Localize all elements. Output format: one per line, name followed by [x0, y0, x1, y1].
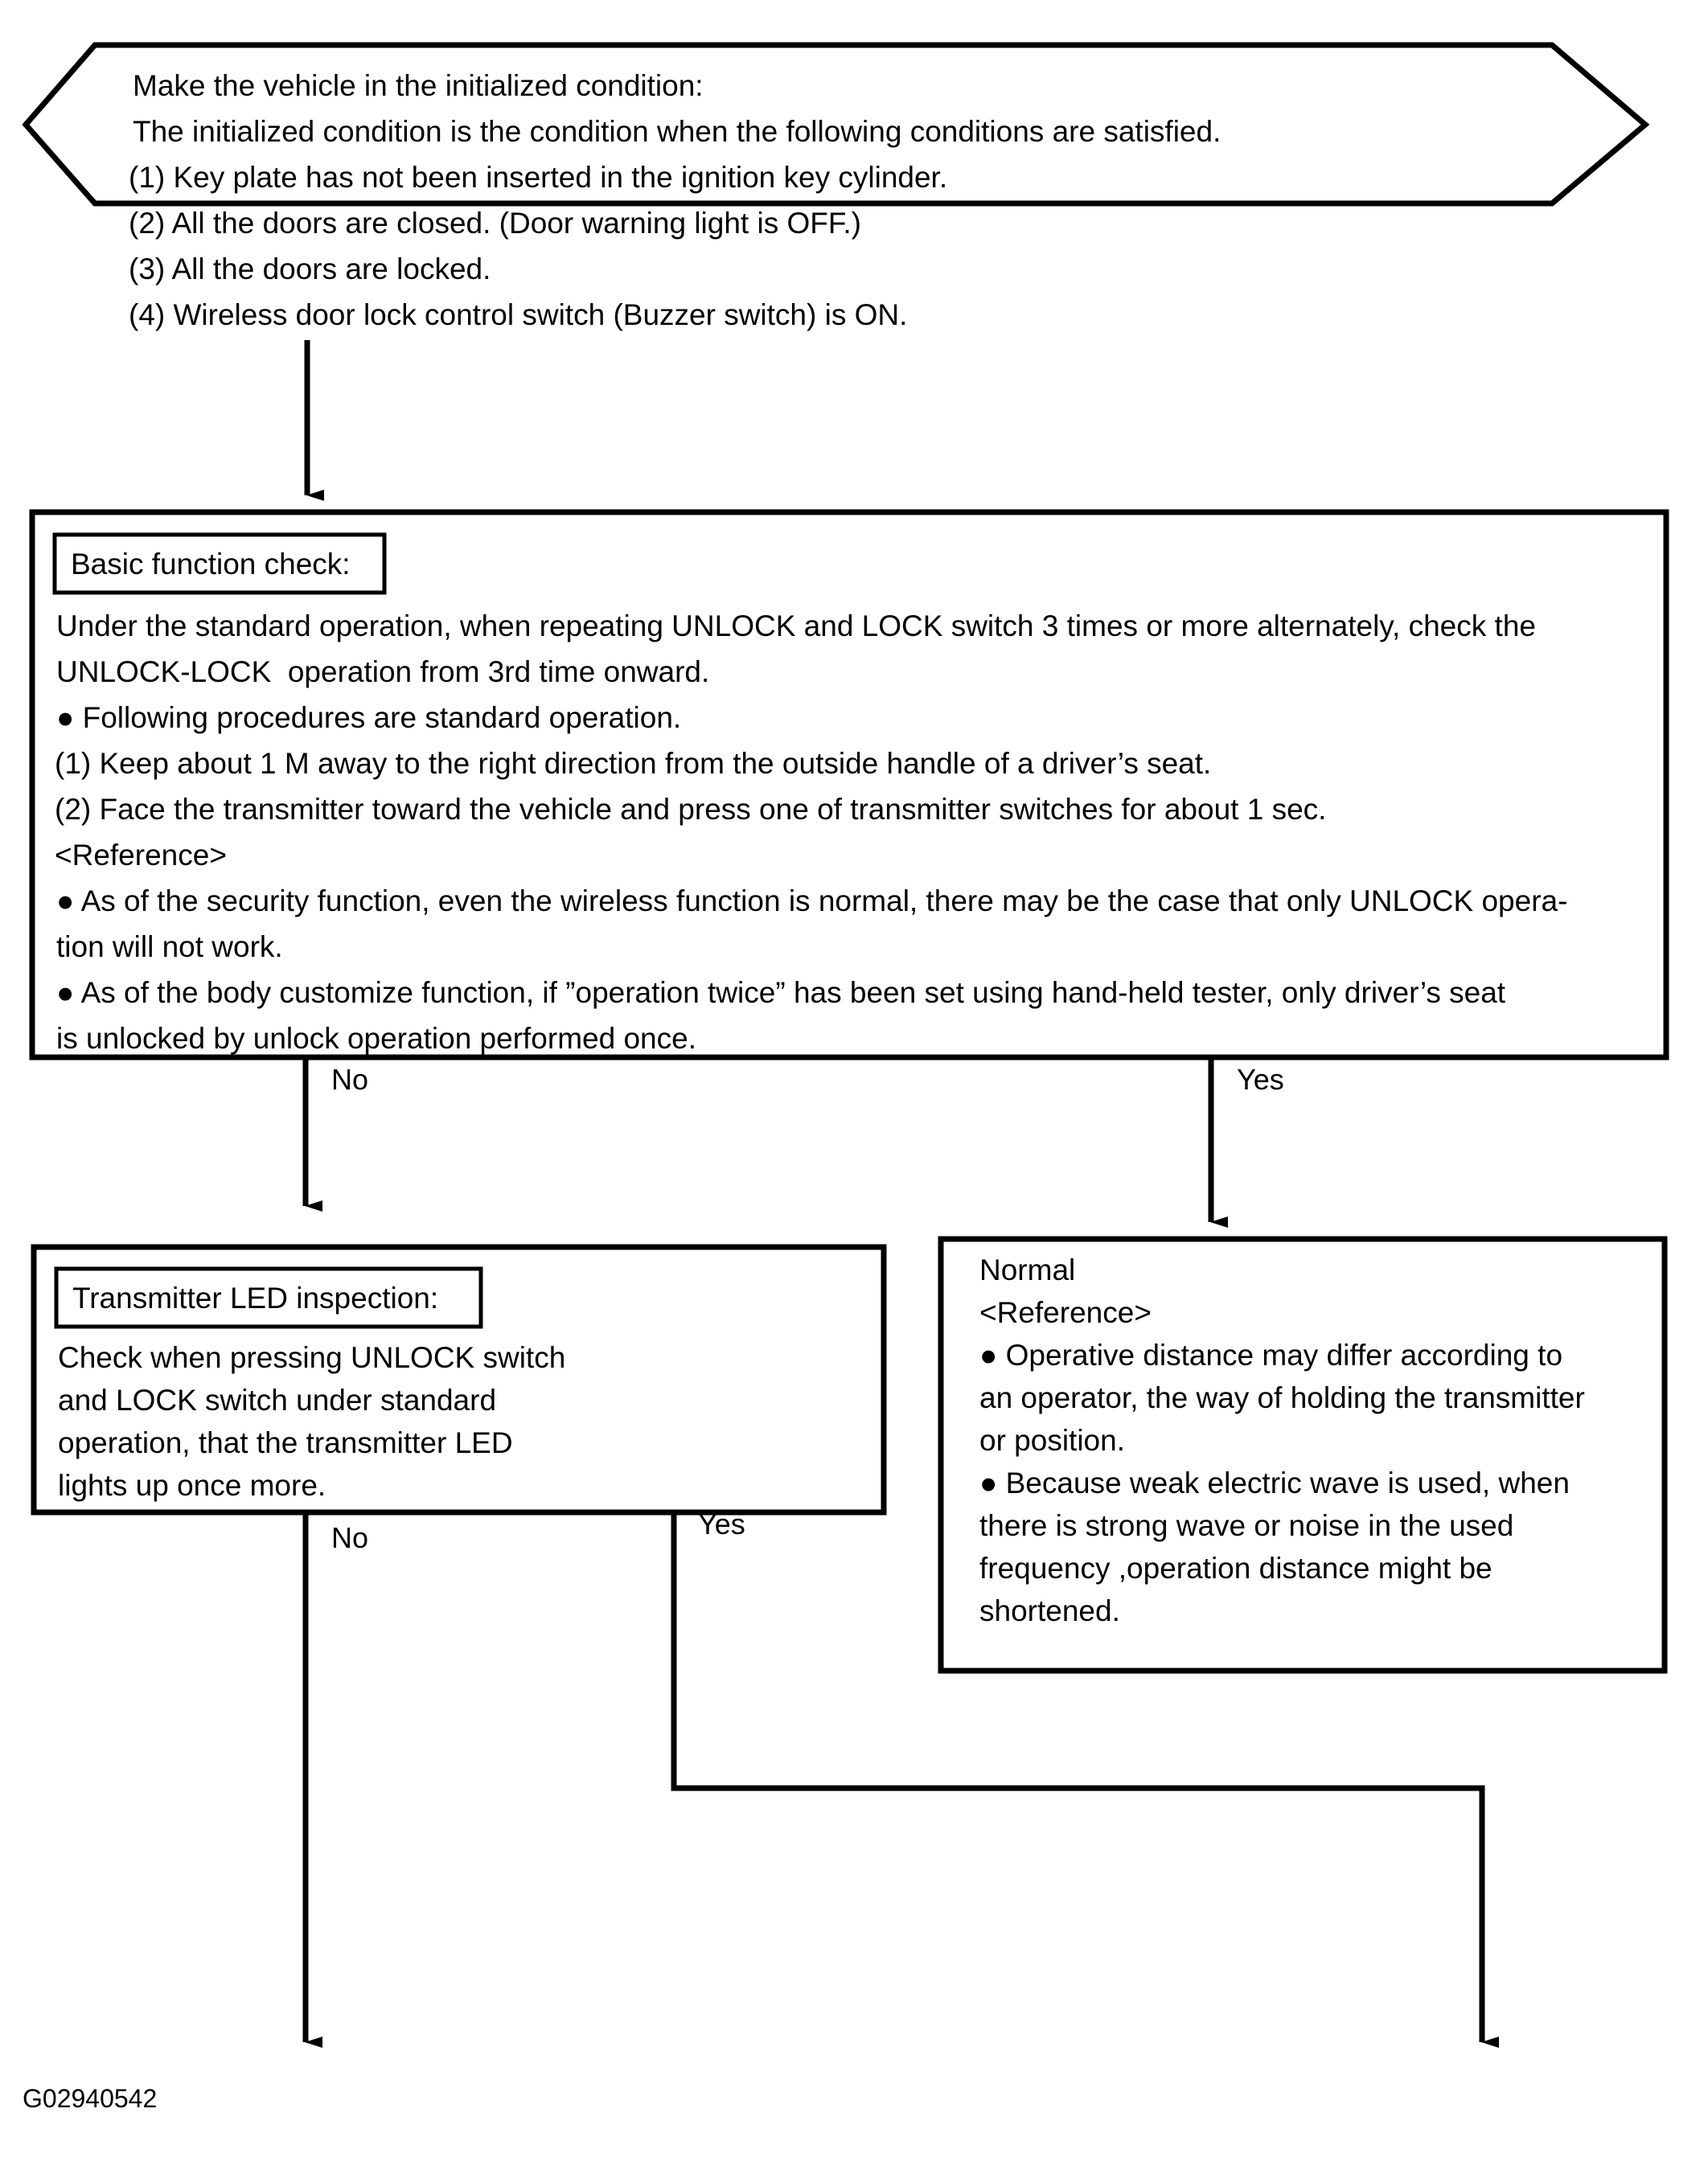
- normal-line-4: an operator, the way of holding the tran…: [979, 1381, 1585, 1414]
- initial-condition-line-3: (1) Key plate has not been inserted in t…: [129, 161, 948, 194]
- branch-label-led-no: No: [331, 1521, 369, 1554]
- initial-condition-line-5: (3) All the doors are locked.: [129, 252, 491, 285]
- basic-function-check-line-3: ● Following procedures are standard oper…: [56, 701, 682, 734]
- normal-line-8: frequency ,operation distance might be: [979, 1552, 1492, 1585]
- hexagon-initial-condition: [22, 42, 1650, 207]
- normal-line-7: there is strong wave or noise in the use…: [979, 1509, 1514, 1542]
- branch-label-led-yes: Yes: [698, 1508, 745, 1540]
- basic-function-check-line-4: (1) Keep about 1 M away to the right dir…: [55, 747, 1212, 780]
- branch-label-basic-yes: Yes: [1237, 1063, 1284, 1096]
- normal-line-6: ● Because weak electric wave is used, wh…: [979, 1467, 1570, 1499]
- basic-function-check-line-1: Under the standard operation, when repea…: [56, 609, 1536, 642]
- basic-function-check-line-8: tion will not work.: [56, 930, 283, 963]
- basic-function-check-line-10: is unlocked by unlock operation performe…: [56, 1022, 696, 1055]
- transmitter-led-inspection-line-4: lights up once more.: [58, 1469, 326, 1502]
- normal-line-9: shortened.: [979, 1594, 1120, 1627]
- tag-box-transmitter-led-inspection: [54, 1266, 483, 1329]
- initial-condition-line-1: Make the vehicle in the initialized cond…: [133, 69, 704, 102]
- branch-label-basic-no: No: [331, 1063, 369, 1096]
- initial-condition-line-4: (2) All the doors are closed. (Door warn…: [129, 207, 861, 240]
- normal-line-2: <Reference>: [979, 1296, 1152, 1329]
- basic-function-check-line-2: UNLOCK-LOCK operation from 3rd time onwa…: [56, 655, 710, 688]
- connector-led-yes: [671, 1512, 1499, 2048]
- normal-line-3: ● Operative distance may differ accordin…: [979, 1339, 1563, 1372]
- box-normal: [938, 1236, 1668, 1674]
- tag-box-basic-function-check: [52, 532, 387, 595]
- basic-function-check-tag: Basic function check:: [71, 548, 351, 580]
- box-basic-function-check: [29, 509, 1669, 1060]
- normal-line-1: Normal: [979, 1253, 1076, 1286]
- basic-function-check-line-7: ● As of the security function, even the …: [56, 884, 1568, 917]
- figure-id-label: G02940542: [23, 2084, 158, 2113]
- basic-function-check-line-6: <Reference>: [55, 839, 227, 872]
- transmitter-led-inspection-line-3: operation, that the transmitter LED: [58, 1426, 513, 1459]
- basic-function-check-line-5: (2) Face the transmitter toward the vehi…: [55, 793, 1327, 826]
- transmitter-led-inspection-line-2: and LOCK switch under standard: [58, 1384, 497, 1417]
- basic-function-check-line-9: ● As of the body customize function, if …: [56, 976, 1506, 1009]
- initial-condition-line-6: (4) Wireless door lock control switch (B…: [129, 298, 908, 331]
- transmitter-led-inspection-tag: Transmitter LED inspection:: [72, 1282, 439, 1315]
- initial-condition-line-2: The initialized condition is the conditi…: [133, 115, 1221, 148]
- transmitter-led-inspection-line-1: Check when pressing UNLOCK switch: [58, 1341, 566, 1374]
- normal-line-5: or position.: [979, 1424, 1125, 1457]
